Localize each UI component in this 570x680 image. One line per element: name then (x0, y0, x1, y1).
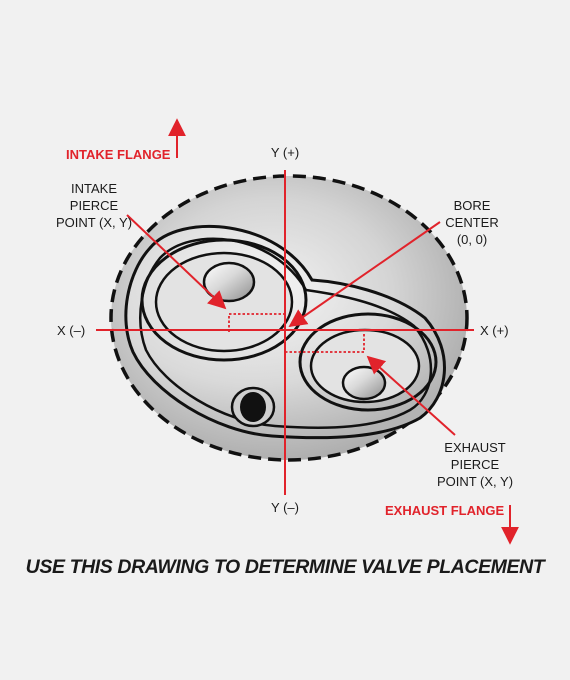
instruction-caption: USE THIS DRAWING TO DETERMINE VALVE PLAC… (25, 556, 545, 578)
chamber-inner-outline (139, 237, 433, 429)
svg-text:PIERCE: PIERCE (451, 457, 500, 472)
bore-center-label: BORE CENTER (0, 0) (445, 198, 498, 247)
svg-text:POINT (X, Y): POINT (X, Y) (56, 215, 132, 230)
intake-pierce-label: INTAKE PIERCE POINT (X, Y) (56, 181, 132, 230)
y-plus-label: Y (+) (271, 145, 299, 160)
intake-valve (140, 238, 308, 362)
intake-flange-label: INTAKE FLANGE (66, 147, 171, 162)
svg-text:EXHAUST: EXHAUST (444, 440, 505, 455)
svg-text:BORE: BORE (454, 198, 491, 213)
spark-plug-hole (230, 386, 276, 428)
x-plus-label: X (+) (480, 323, 509, 338)
exhaust-offset-dotted-line (285, 332, 365, 353)
x-minus-label: X (–) (57, 323, 85, 338)
intake-pierce-arrow (126, 214, 227, 310)
bore-center-arrow (288, 221, 441, 328)
intake-offset-dotted-line (228, 313, 285, 332)
svg-text:(0, 0): (0, 0) (457, 232, 487, 247)
svg-text:PIERCE: PIERCE (70, 198, 119, 213)
exhaust-flange-label: EXHAUST FLANGE (385, 503, 505, 518)
svg-text:CENTER: CENTER (445, 215, 498, 230)
exhaust-pierce-arrow (366, 355, 456, 436)
svg-text:POINT (X, Y): POINT (X, Y) (437, 474, 513, 489)
cylinder-head-diagram: INTAKE FLANGE EXHAUST FLANGE Y (+) Y (–)… (56, 118, 519, 545)
y-minus-label: Y (–) (271, 500, 299, 515)
exhaust-valve (298, 312, 438, 412)
svg-text:INTAKE: INTAKE (71, 181, 117, 196)
exhaust-pierce-label: EXHAUST PIERCE POINT (X, Y) (437, 440, 513, 489)
